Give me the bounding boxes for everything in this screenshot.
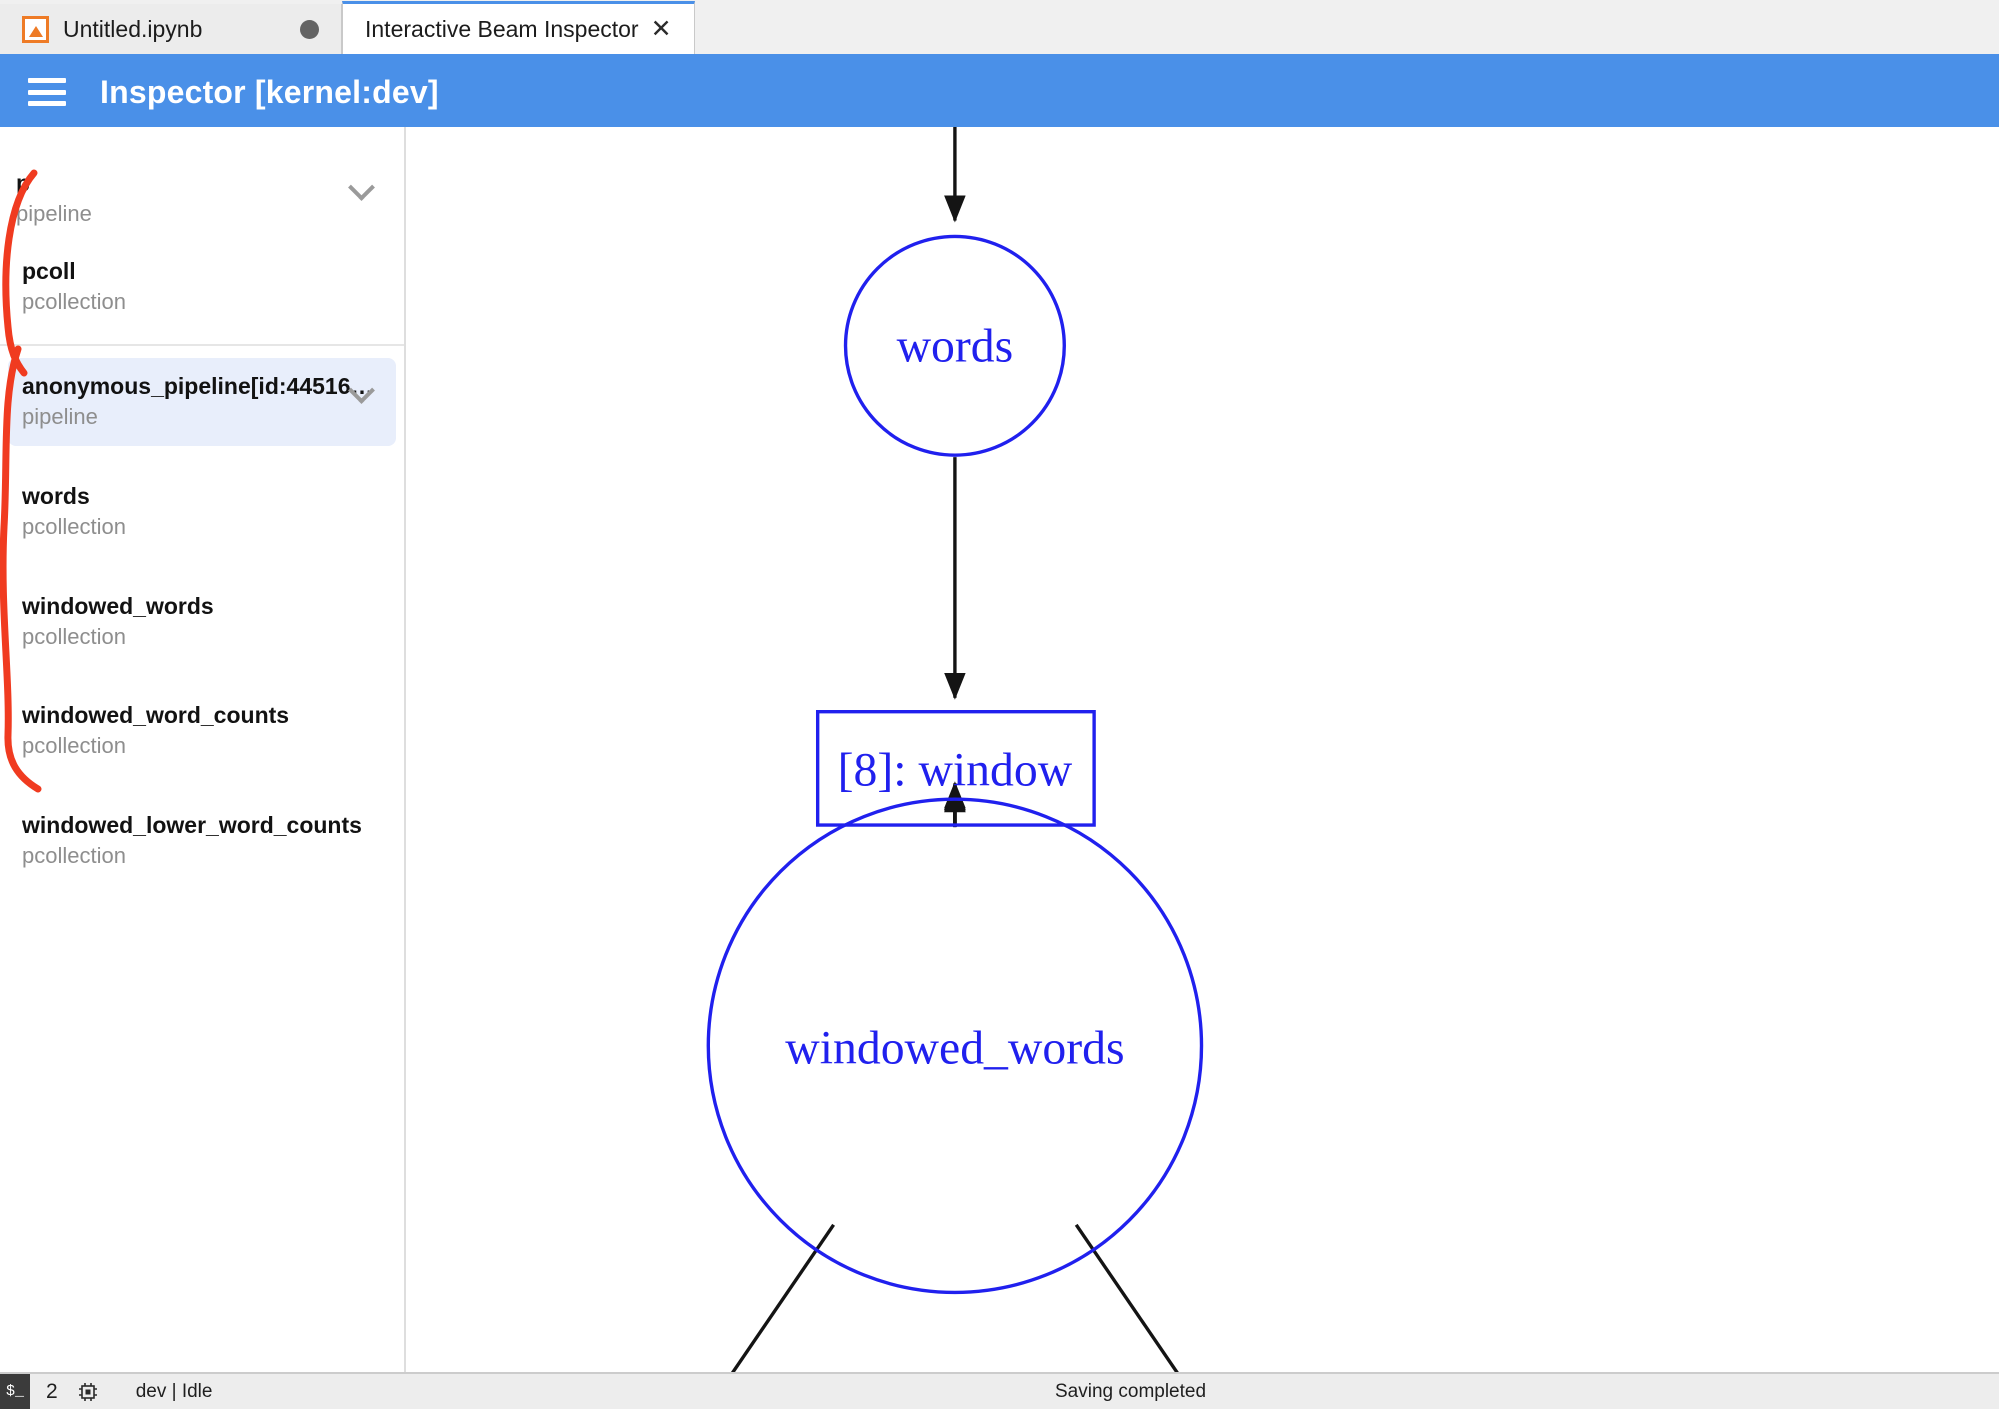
graph-label-words: words xyxy=(897,320,1014,373)
close-icon[interactable]: ✕ xyxy=(650,14,672,43)
sidebar-item-name: p xyxy=(16,170,31,196)
sidebar-item-windowed-words[interactable]: windowed_words pcollection xyxy=(0,578,404,666)
sidebar-item-type: pcollection xyxy=(22,733,126,759)
sidebar-item-type: pcollection xyxy=(22,623,126,649)
save-status: Saving completed xyxy=(1055,1380,1207,1402)
sidebar-item-type: pcollection xyxy=(22,842,126,868)
sidebar-group-p: p pipeline pcoll pcollection xyxy=(0,127,404,344)
sidebar-item-name: anonymous_pipeline[id:44516… xyxy=(22,373,374,400)
inspector-sidebar[interactable]: p pipeline pcoll pcollection anonymous_p… xyxy=(0,127,406,1372)
sidebar-item-windowed-word-counts[interactable]: windowed_word_counts pcollection xyxy=(0,687,404,775)
sidebar-item-windowed-lower-word-counts[interactable]: windowed_lower_word_counts pcollection xyxy=(0,797,404,885)
graph-node-words[interactable] xyxy=(843,234,1066,457)
graph-label-windowed-words: windowed_words xyxy=(785,1022,1124,1075)
sidebar-item-name: windowed_word_counts xyxy=(22,702,290,729)
sidebar-item-name: windowed_words xyxy=(22,592,214,619)
status-bar: $_ 2 dev | Idle Saving completed xyxy=(0,1372,1999,1409)
hamburger-icon[interactable] xyxy=(28,78,66,106)
tab-bar: Untitled.ipynb Interactive Beam Inspecto… xyxy=(0,0,1999,57)
sidebar-item-words[interactable]: words pcollection xyxy=(0,468,404,556)
tab-label: Interactive Beam Inspector xyxy=(365,15,639,42)
graph-node-windowed-words[interactable] xyxy=(706,797,1204,1295)
notebook-icon xyxy=(22,15,49,43)
terminal-icon[interactable]: $_ xyxy=(0,1374,30,1409)
sidebar-item-p[interactable]: p pipeline xyxy=(0,155,404,243)
sidebar-item-type: pipeline xyxy=(16,201,92,227)
kernel-chip-icon[interactable] xyxy=(76,1380,100,1404)
unsaved-dot-icon[interactable] xyxy=(300,19,319,39)
graph-node-window[interactable] xyxy=(815,710,1096,827)
terminal-count: 2 xyxy=(46,1379,58,1403)
sidebar-item-type: pipeline xyxy=(22,404,98,430)
chevron-down-icon[interactable] xyxy=(350,378,374,402)
sidebar-item-type: pcollection xyxy=(22,513,126,539)
tab-interactive-beam-inspector[interactable]: Interactive Beam Inspector ✕ xyxy=(342,1,695,54)
kernel-status[interactable]: dev | Idle xyxy=(135,1380,213,1402)
edge-windowedwords-to-count xyxy=(730,1223,835,1372)
edge-windowedwords-to-map xyxy=(1074,1223,1179,1372)
graph-label-window: [8]: window xyxy=(838,743,1073,796)
chevron-down-icon[interactable] xyxy=(350,175,374,199)
sidebar-item-anonymous-pipeline[interactable]: anonymous_pipeline[id:44516… pipeline xyxy=(8,358,396,446)
main-area: p pipeline pcoll pcollection anonymous_p… xyxy=(0,127,1999,1372)
sidebar-item-name: windowed_lower_word_counts xyxy=(22,811,362,838)
tab-untitled-ipynb[interactable]: Untitled.ipynb xyxy=(0,4,342,54)
app-header: Inspector [kernel:dev] xyxy=(0,57,1999,127)
tab-label: Untitled.ipynb xyxy=(63,15,203,42)
pipeline-graph-canvas[interactable]: words [8]: window windowed_words [9]: co… xyxy=(408,127,1999,1372)
sidebar-group-anonymous-pipeline: anonymous_pipeline[id:44516… pipeline wo… xyxy=(0,344,404,908)
sidebar-item-pcoll[interactable]: pcoll pcollection xyxy=(0,243,404,331)
sidebar-item-name: words xyxy=(22,482,90,509)
sidebar-item-name: pcoll xyxy=(22,257,76,284)
sidebar-item-type: pcollection xyxy=(22,288,126,314)
page-title: Inspector [kernel:dev] xyxy=(100,73,439,110)
pipeline-graph: words [8]: window windowed_words [9]: co… xyxy=(706,127,1204,1372)
